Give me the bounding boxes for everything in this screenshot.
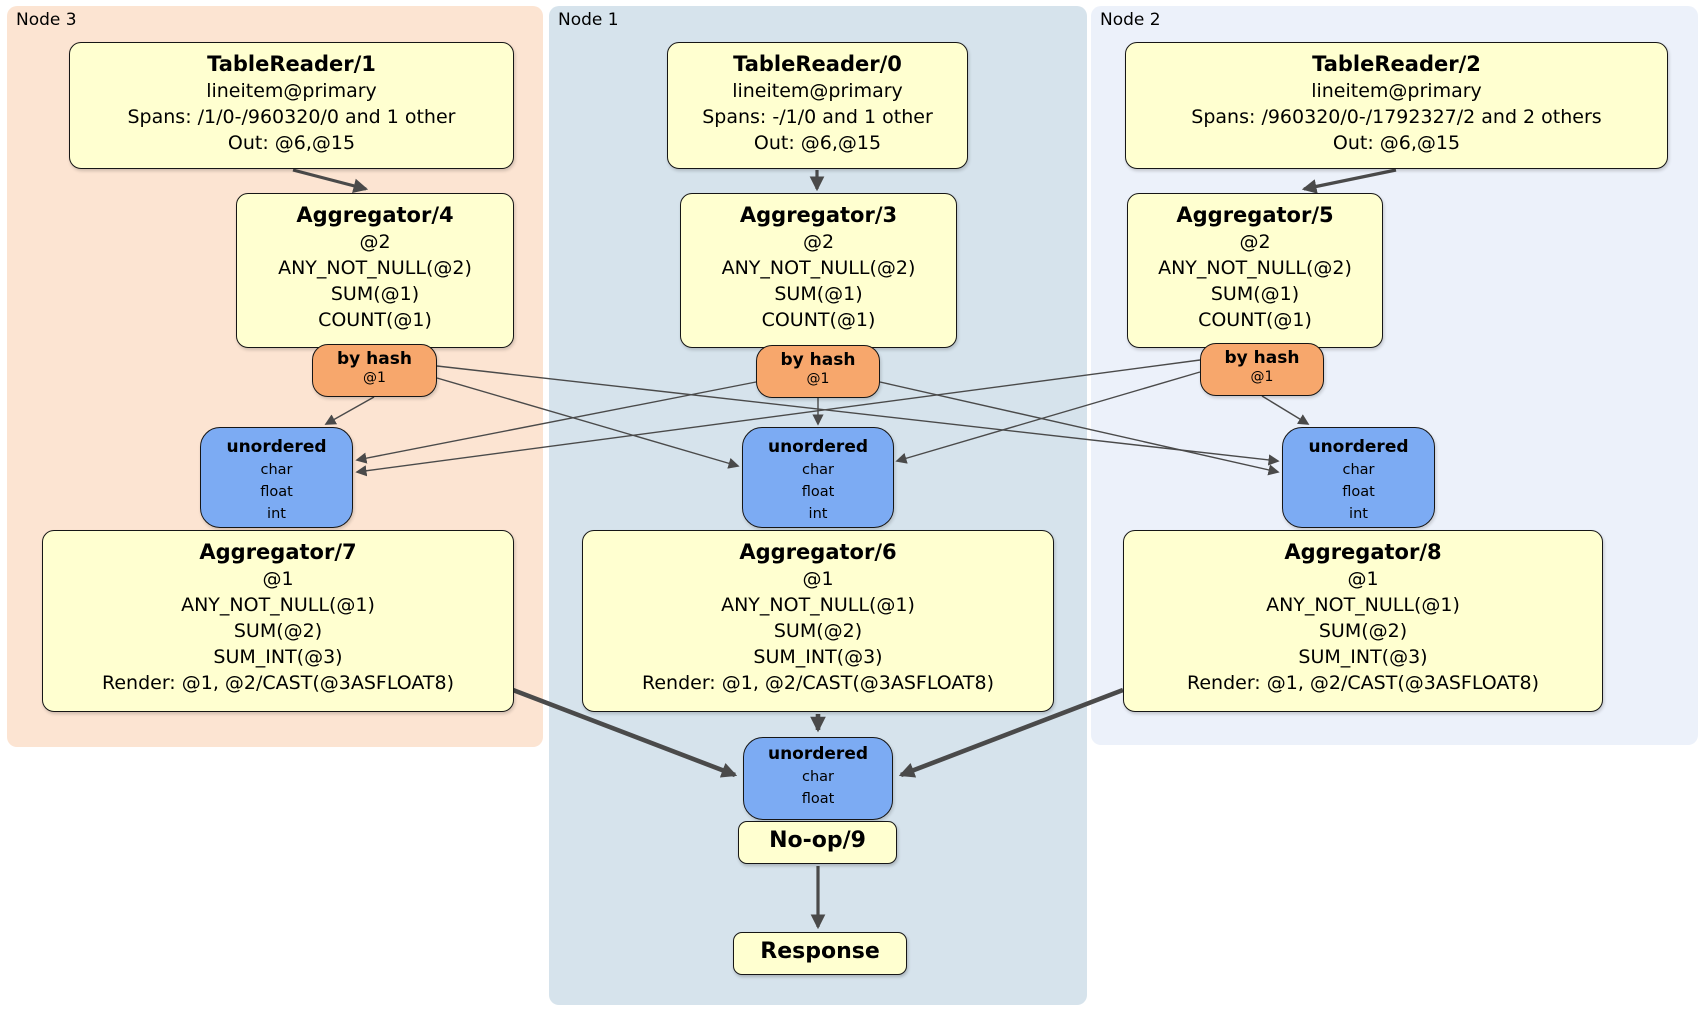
processor-title: Aggregator/7	[199, 540, 357, 564]
sync-title: unordered	[767, 744, 869, 764]
processor-title: TableReader/0	[733, 52, 902, 76]
sync-title: unordered	[226, 437, 327, 457]
router-by-hash-node3: by hash @1	[312, 344, 437, 397]
processor-title: No-op/9	[769, 828, 866, 853]
edges-aggregator-to-final-sync	[512, 687, 1124, 778]
router-title: by hash	[337, 349, 412, 369]
router-details: @1	[806, 371, 830, 387]
edges-tablereader-to-aggregator	[292, 168, 1397, 194]
router-details: @1	[1250, 369, 1274, 385]
processor-title: Aggregator/8	[1284, 540, 1442, 564]
region-label-node1: Node 1	[558, 10, 619, 30]
router-title: by hash	[780, 350, 856, 370]
sync-title: unordered	[767, 437, 869, 457]
processor-title: TableReader/2	[1312, 52, 1481, 76]
edges-hash-router-to-sync	[324, 359, 1310, 477]
router-details: @1	[363, 370, 386, 386]
router-by-hash-node1: by hash @1	[756, 345, 880, 398]
processor-title: Aggregator/6	[739, 540, 897, 564]
processor-title: Aggregator/3	[739, 203, 898, 227]
processor-title: TableReader/1	[207, 52, 376, 76]
router-by-hash-node2: by hash @1	[1200, 343, 1324, 396]
processor-title: Aggregator/5	[1176, 203, 1334, 227]
processor-noop-9: No-op/9	[738, 821, 897, 864]
sync-title: unordered	[1308, 437, 1409, 457]
router-title: by hash	[1224, 348, 1300, 368]
processor-title: Response	[760, 939, 880, 964]
processor-title: Aggregator/4	[296, 203, 454, 227]
region-label-node3: Node 3	[16, 10, 77, 30]
processor-response: Response	[733, 932, 907, 975]
region-label-node2: Node 2	[1100, 10, 1161, 30]
